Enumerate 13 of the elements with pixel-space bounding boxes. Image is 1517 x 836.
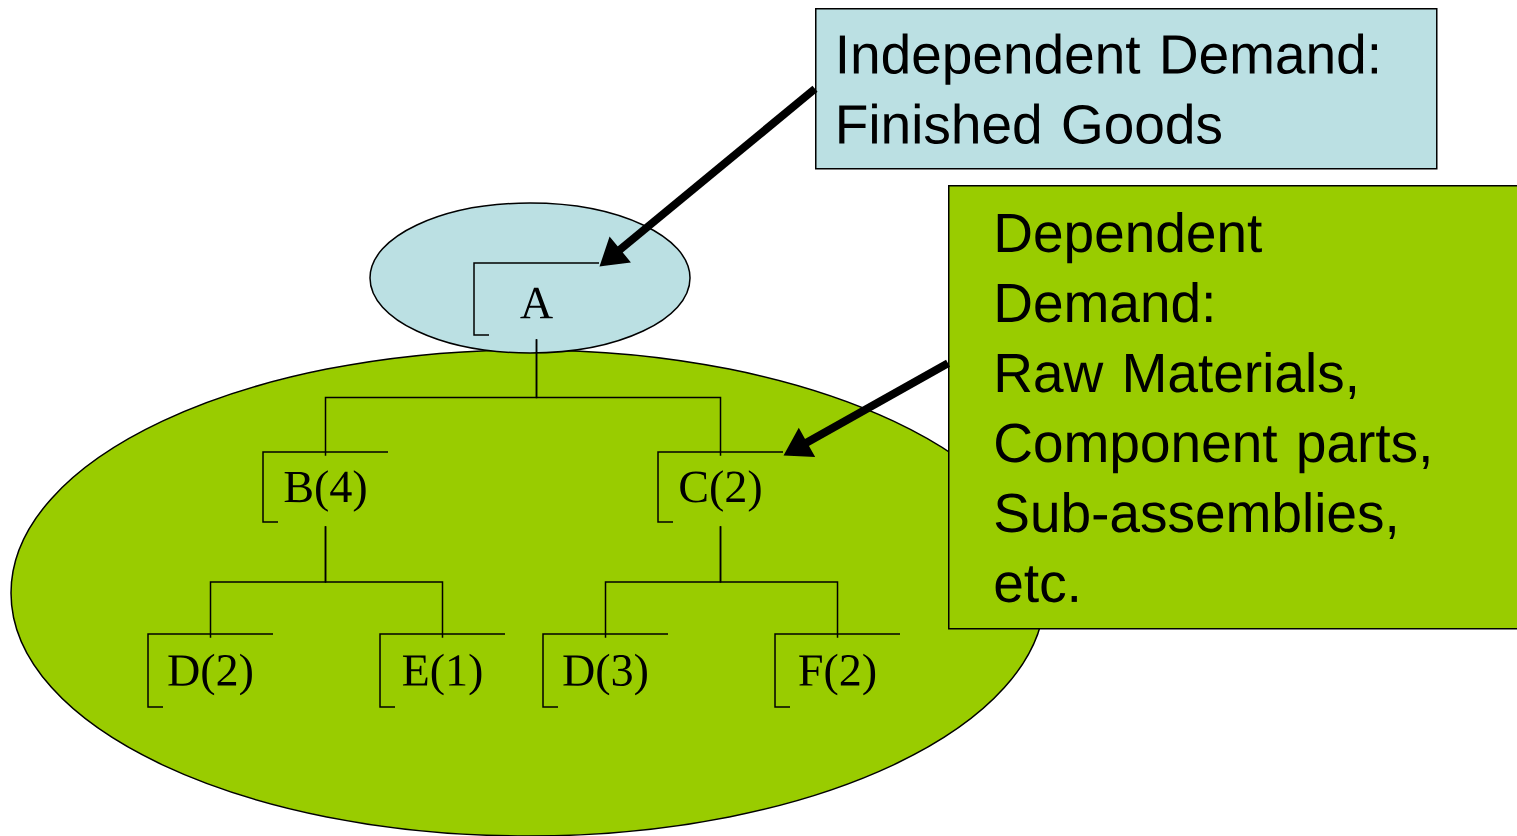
part-bracket: E(1) <box>379 633 506 708</box>
tree-connector <box>324 525 444 639</box>
part-bracket: F(2) <box>774 633 901 708</box>
text-box: Dependent Demand: Raw Materials, Component parts, Sub-assemblies, etc. <box>948 185 1517 630</box>
part-bracket: D(3) <box>542 633 669 708</box>
text-box: Independent Demand: Finished Goods <box>815 8 1438 170</box>
part-bracket: A <box>473 262 600 336</box>
ellipse <box>369 202 691 354</box>
part-bracket: B(4) <box>262 451 389 523</box>
part-bracket: D(2) <box>147 633 274 708</box>
tree-connector <box>535 338 722 457</box>
part-bracket: C(2) <box>657 451 784 523</box>
tree-connector <box>719 525 839 639</box>
